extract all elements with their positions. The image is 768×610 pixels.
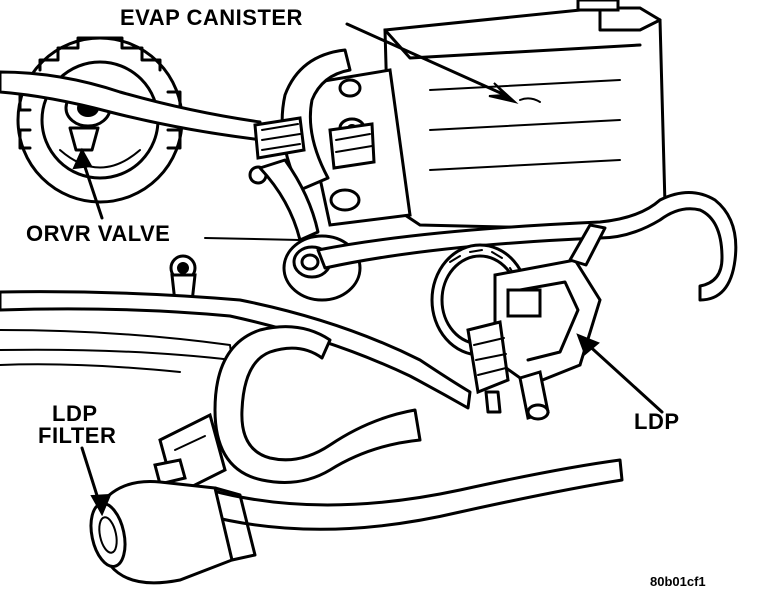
ldp-filter-leader [80,446,112,517]
orvr-valve-reference-line [204,237,301,241]
ldp-leader [576,333,664,414]
ldp-filter-label-line2: FILTER [38,423,117,448]
filter-feed-hose [203,458,624,531]
ldp-label: LDP [634,409,680,434]
canister-to-ldp-hose [258,158,320,242]
evap-canister [383,0,667,232]
evap-canister-leader [345,22,519,104]
orvr-valve-label: ORVR VALVE [26,221,171,246]
filter-bracket [153,412,227,498]
ldp-pump [430,243,602,421]
orvr-valve-leader [72,147,104,220]
ldp-filter [89,479,257,585]
ldp-filter-hose-loop [213,325,422,484]
ldp-vent-hose [568,223,607,267]
ldp-filter-label-line1: LDP [52,401,98,426]
frame-rail [0,329,233,361]
evap-canister-label: EVAP CANISTER [120,5,303,30]
vapor-line-lower [0,290,472,410]
hose-clamp-upper [253,116,376,170]
figure-code: 80b01cf1 [650,574,706,589]
